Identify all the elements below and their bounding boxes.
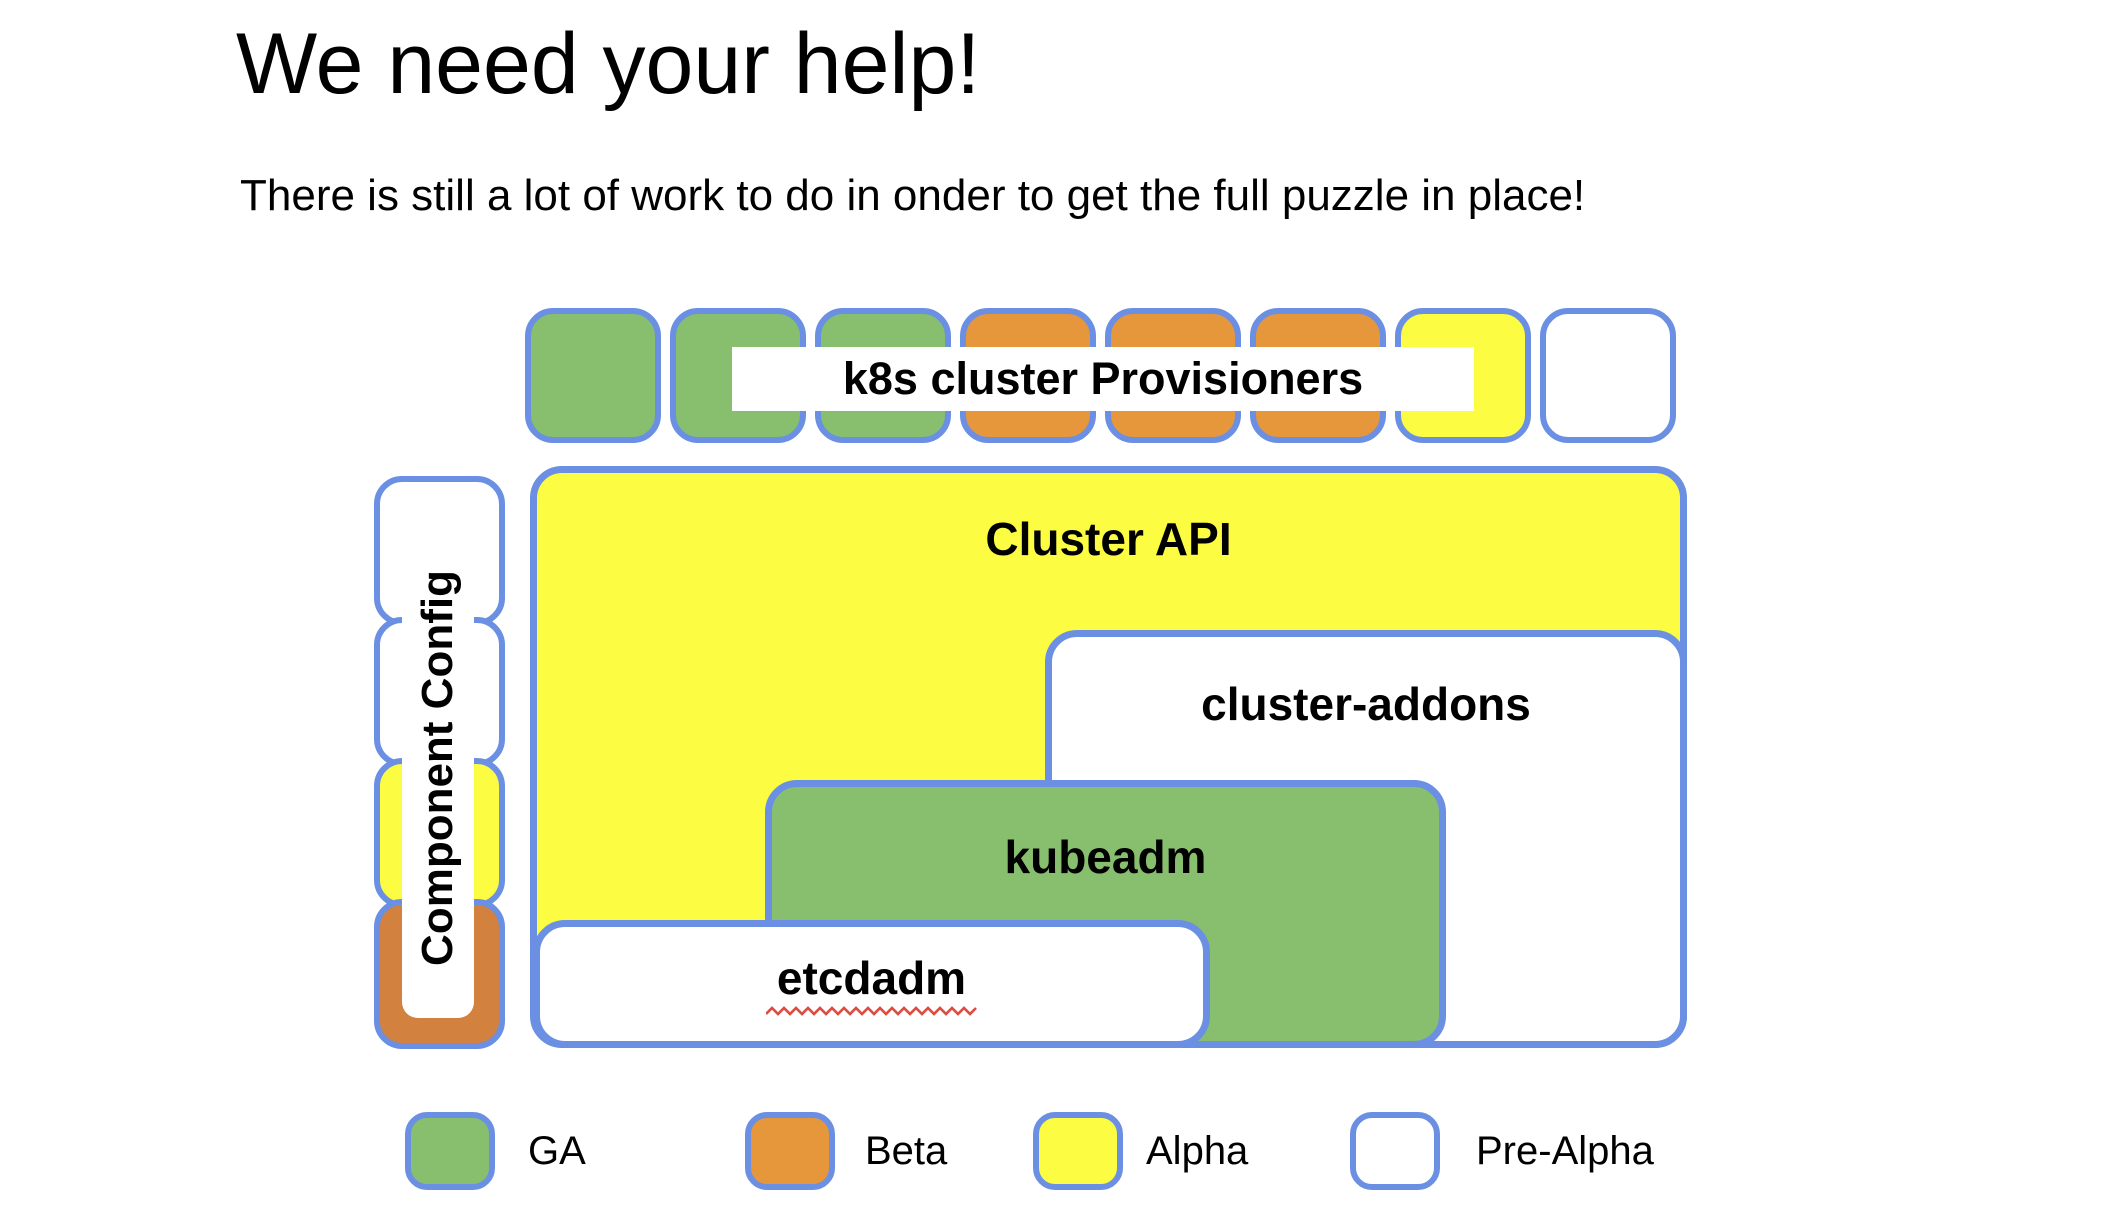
legend-swatch-ga	[405, 1112, 495, 1190]
component-config-label: Component Config	[402, 518, 474, 1018]
etcdadm-box: etcdadm	[533, 920, 1210, 1048]
component-config-label-text: Component Config	[413, 570, 463, 966]
legend-label-alpha: Alpha	[1146, 1129, 1249, 1173]
cluster-addons-label: cluster-addons	[1201, 678, 1531, 730]
provisioner-square-pre-alpha	[1540, 308, 1676, 443]
legend-swatch-beta	[745, 1112, 835, 1190]
kubeadm-label: kubeadm	[1004, 831, 1207, 883]
legend-label-ga: GA	[528, 1129, 586, 1173]
provisioners-row-label-text: k8s cluster Provisioners	[842, 353, 1364, 404]
provisioners-row-label: k8s cluster Provisioners	[732, 347, 1474, 411]
etcdadm-label: etcdadm	[776, 952, 967, 1004]
slide-subtitle: There is still a lot of work to do in on…	[240, 171, 1586, 220]
provisioner-square-ga	[525, 308, 661, 443]
spellcheck-squiggle-icon	[765, 1006, 977, 1016]
legend-label-beta: Beta	[865, 1129, 948, 1173]
legend-swatch-pre-alpha	[1350, 1112, 1440, 1190]
cluster-api-label: Cluster API	[985, 513, 1232, 565]
page-title: We need your help!	[236, 16, 981, 112]
legend-label-pre-alpha: Pre-Alpha	[1476, 1129, 1654, 1173]
legend-swatch-alpha	[1033, 1112, 1123, 1190]
